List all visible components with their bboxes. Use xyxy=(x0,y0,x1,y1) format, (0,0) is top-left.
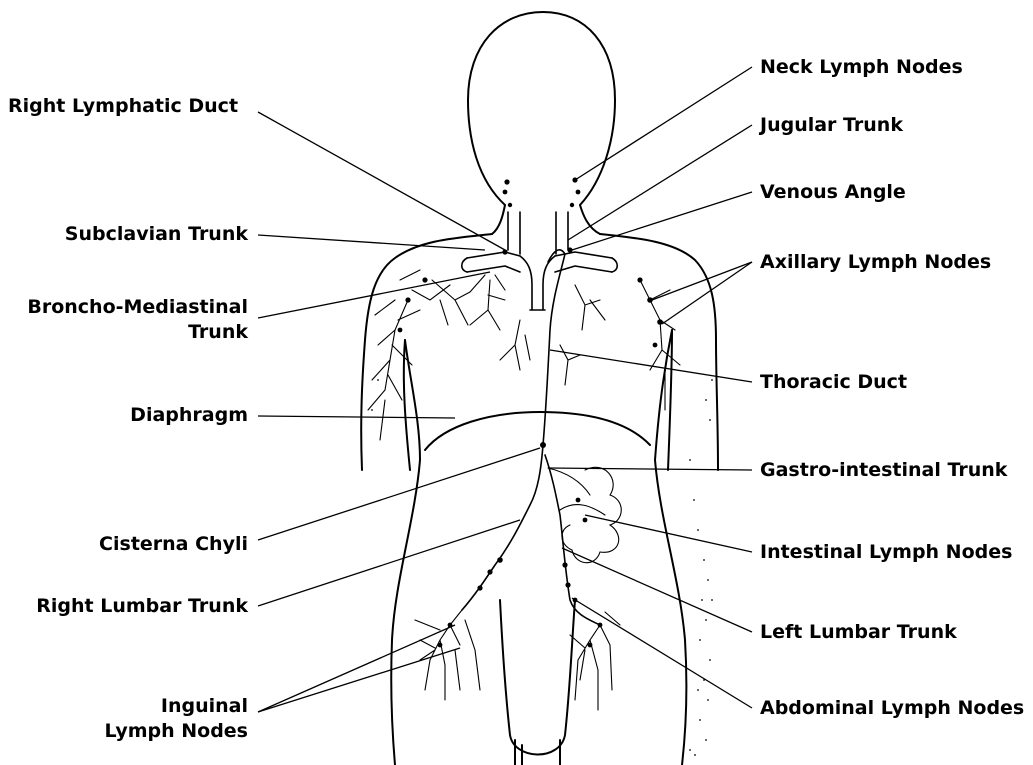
label-left-lumbar-trunk: Left Lumbar Trunk xyxy=(760,621,957,643)
leader-inguinal-2 xyxy=(258,648,460,712)
labels-left: Right Lymphatic Duct Subclavian Trunk Br… xyxy=(8,95,248,742)
branching-lymphatics xyxy=(368,270,680,710)
label-inguinal: Inguinal xyxy=(161,695,248,717)
leader-left-lumbar xyxy=(562,548,752,632)
label-diaphragm: Diaphragm xyxy=(130,404,248,426)
diaphragm-line xyxy=(425,412,650,450)
neck-outline-right xyxy=(580,205,600,234)
neck-outline-left xyxy=(492,205,505,234)
genital-outline xyxy=(500,600,575,755)
leader-diaphragm xyxy=(258,416,455,418)
label-gastro-intestinal-trunk: Gastro-intestinal Trunk xyxy=(760,459,1008,481)
label-abdominal-lymph-nodes: Abdominal Lymph Nodes xyxy=(760,697,1024,719)
leader-broncho-mediastinal xyxy=(258,272,490,318)
label-right-lumbar-trunk: Right Lumbar Trunk xyxy=(36,595,248,617)
label-broncho-mediastinal-trunk: Trunk xyxy=(188,321,248,343)
leader-neck-lymph-nodes xyxy=(575,67,752,180)
leader-inguinal-1 xyxy=(258,625,455,712)
label-neck-lymph-nodes: Neck Lymph Nodes xyxy=(760,56,963,78)
labels-right: Neck Lymph Nodes Jugular Trunk Venous An… xyxy=(758,56,1024,719)
label-inguinal-lymph-nodes: Lymph Nodes xyxy=(105,720,249,742)
legs-inner xyxy=(515,740,560,765)
label-axillary-lymph-nodes: Axillary Lymph Nodes xyxy=(760,251,991,273)
label-venous-angle: Venous Angle xyxy=(760,181,906,203)
label-jugular-trunk: Jugular Trunk xyxy=(758,114,903,136)
right-shoulder-arm xyxy=(600,234,718,470)
head-outline xyxy=(468,12,615,205)
label-broncho-mediastinal: Broncho-Mediastinal xyxy=(27,296,248,318)
stippling xyxy=(371,379,713,756)
label-intestinal-lymph-nodes: Intestinal Lymph Nodes xyxy=(760,541,1012,563)
label-thoracic-duct: Thoracic Duct xyxy=(760,371,907,393)
leader-subclavian-trunk xyxy=(258,235,485,250)
intestine-coils xyxy=(562,467,621,562)
leader-axillary-2 xyxy=(662,262,752,324)
leader-right-lumbar xyxy=(258,520,520,606)
label-cisterna-chyli: Cisterna Chyli xyxy=(99,533,248,555)
jugular-veins xyxy=(508,212,568,254)
label-right-lymphatic-duct: Right Lymphatic Duct xyxy=(8,95,238,117)
leader-abdominal-nodes xyxy=(572,598,752,708)
superior-vena-cava xyxy=(520,256,555,310)
leader-gastro-intestinal xyxy=(548,468,752,470)
left-subclavian-vein xyxy=(467,252,520,272)
label-subclavian-trunk: Subclavian Trunk xyxy=(65,223,249,245)
leader-cisterna-chyli xyxy=(258,448,540,540)
leader-thoracic-duct xyxy=(550,350,752,382)
leader-lines xyxy=(258,67,752,712)
leader-right-lymphatic-duct xyxy=(258,112,505,250)
